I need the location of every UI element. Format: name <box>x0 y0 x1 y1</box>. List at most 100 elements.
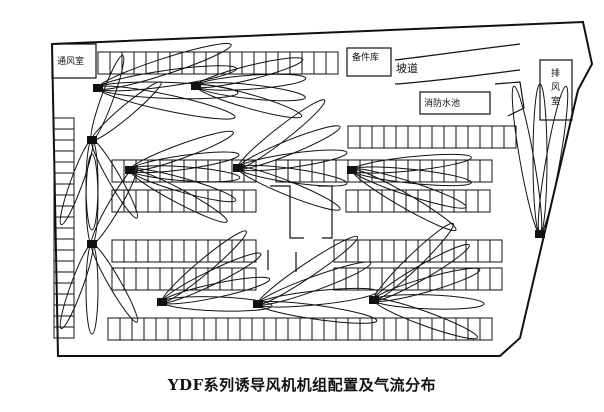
parking-stall <box>123 267 137 291</box>
parking-stall <box>383 125 397 149</box>
parking-stall <box>53 227 75 240</box>
exhaust-room-label-2: 风 <box>551 82 560 93</box>
parking-stall <box>477 267 491 291</box>
parking-stall <box>347 317 361 341</box>
parking-stall <box>53 117 75 130</box>
parking-stall <box>53 172 75 185</box>
interior-walls <box>51 43 573 272</box>
parking-stall <box>491 125 505 149</box>
parking-stall <box>111 239 125 263</box>
parking-stall <box>381 239 395 263</box>
parking-stall <box>53 161 75 174</box>
parking-stall <box>243 189 257 213</box>
induction-fan-icon <box>87 240 97 248</box>
parking-stall <box>503 125 517 149</box>
parking-stall <box>179 317 193 341</box>
parking-stall <box>345 189 359 213</box>
airflow-jet <box>195 82 306 102</box>
airflow-jet <box>237 125 341 170</box>
airflow-jet <box>97 65 238 92</box>
parking-stall <box>369 239 383 263</box>
parking-stall <box>467 317 481 341</box>
parking-stall <box>407 317 421 341</box>
induction-fan-icon <box>347 166 357 174</box>
parking-stall <box>345 239 359 263</box>
parking-stall <box>131 317 145 341</box>
parking-stall <box>431 125 445 149</box>
parking-stall <box>107 317 121 341</box>
parking-stall <box>407 125 421 149</box>
parking-stall <box>133 51 147 75</box>
parking-stall <box>311 317 325 341</box>
parking-stall <box>313 51 327 75</box>
parking-stall <box>147 189 161 213</box>
parking-stall <box>181 51 195 75</box>
parking-stall <box>335 317 349 341</box>
parking-stall <box>419 317 433 341</box>
parking-stall <box>53 238 75 251</box>
parking-stall <box>369 267 383 291</box>
parking-stall <box>207 239 221 263</box>
parking-stall <box>479 125 493 149</box>
airflow-jet <box>537 85 569 235</box>
parking-stall <box>477 189 491 213</box>
parking-stall <box>53 150 75 163</box>
induction-fan-icon <box>157 298 167 306</box>
parking-stall <box>159 189 173 213</box>
induction-fan-icon <box>253 300 263 308</box>
parking-stall <box>371 317 385 341</box>
ramp-label: 坡道 <box>396 61 418 75</box>
parking-stall <box>183 239 197 263</box>
parking-stall <box>111 189 125 213</box>
induction-fan-icon <box>125 166 135 174</box>
parking-stall <box>431 159 445 183</box>
airflow-jets <box>59 42 569 340</box>
parking-stall <box>395 125 409 149</box>
airflow-jet <box>195 57 304 89</box>
parking-stall <box>135 239 149 263</box>
parking-stall <box>167 317 181 341</box>
induction-fan-icon <box>369 296 379 304</box>
airflow-jet <box>511 85 543 235</box>
parking-stall <box>231 189 245 213</box>
parking-stall <box>53 183 75 196</box>
airflow-jet <box>129 165 241 183</box>
parking-stall <box>405 239 419 263</box>
parking-stall <box>191 317 205 341</box>
parking-stall <box>143 317 157 341</box>
parking-stall <box>357 189 371 213</box>
parking-stall <box>393 239 407 263</box>
parking-stall <box>299 317 313 341</box>
building-outline <box>50 20 594 357</box>
figure-caption: YDF系列诱导风机机组配置及气流分布 <box>167 376 437 394</box>
airflow-jet <box>373 294 485 310</box>
parking-stall <box>429 267 443 291</box>
parking-stall <box>53 128 75 141</box>
parking-stall <box>383 317 397 341</box>
parking-stall <box>53 139 75 152</box>
airflow-jet <box>237 99 326 169</box>
parking-stall <box>455 125 469 149</box>
parking-stall <box>405 189 419 213</box>
parking-stall <box>111 267 125 291</box>
induction-fan-icon <box>191 82 201 90</box>
parking-stall <box>97 51 111 75</box>
airflow-jet <box>351 166 472 187</box>
storage-room-label: 备件库 <box>352 51 379 63</box>
parking-stall <box>347 125 361 149</box>
parking-stall <box>227 317 241 341</box>
parking-stall <box>371 125 385 149</box>
parking-stall <box>395 317 409 341</box>
airflow-jet <box>237 166 341 211</box>
parking-stall <box>123 239 137 263</box>
parking-stall <box>467 159 481 183</box>
airflow-jet <box>257 301 378 324</box>
parking-stall <box>145 51 159 75</box>
parking-stall <box>265 51 279 75</box>
parking-stall <box>335 159 349 183</box>
parking-stall <box>275 317 289 341</box>
parking-stall <box>241 51 255 75</box>
parking-stall <box>193 51 207 75</box>
parking-stall <box>479 317 493 341</box>
parking-stall <box>251 317 265 341</box>
